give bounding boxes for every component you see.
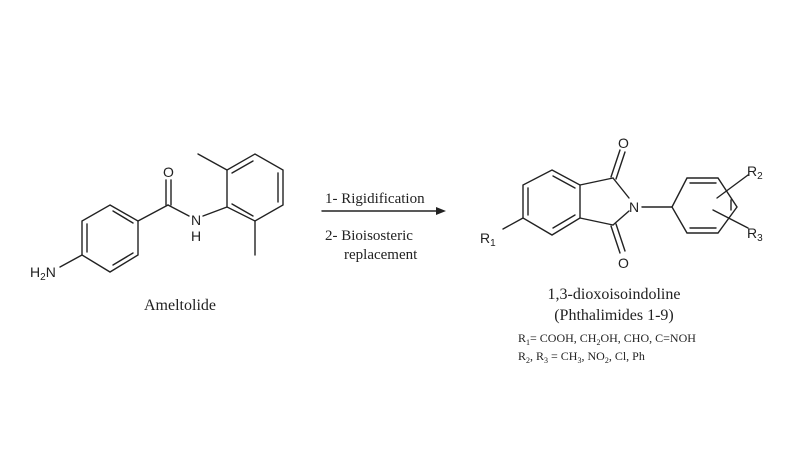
aminophenyl-ring bbox=[81, 204, 139, 273]
benzo-ring bbox=[522, 169, 581, 236]
amide-nitrogen: N bbox=[191, 212, 201, 228]
oxygen-top: O bbox=[618, 135, 629, 151]
step-2-label: 2- Bioisosteric bbox=[325, 228, 413, 244]
carbonyl-oxygen: O bbox=[163, 164, 174, 180]
n-phenyl-ring bbox=[671, 177, 738, 234]
product-name: 1,3-dioxoisoindoline bbox=[548, 286, 681, 303]
step-2-label-cont: replacement bbox=[344, 247, 418, 263]
r3-label: R3 bbox=[747, 225, 763, 244]
oxygen-bottom: O bbox=[618, 255, 629, 271]
step-1-label: 1- Rigidification bbox=[325, 191, 425, 207]
reactant-name: Ameltolide bbox=[144, 297, 216, 314]
phthalimide-structure: O O N R1 R2 R3 1,3-dioxoisoindoline (Pht… bbox=[480, 135, 763, 365]
reaction-arrow: 1- Rigidification 2- Bioisosteric replac… bbox=[321, 191, 446, 263]
r1-label: R1 bbox=[480, 230, 496, 249]
amide-hydrogen: H bbox=[191, 228, 201, 244]
dimethylphenyl-ring bbox=[226, 153, 284, 222]
amine-label: H2N bbox=[30, 264, 56, 283]
r1-definition: R1= COOH, CH2OH, CHO, C=NOH bbox=[518, 331, 696, 347]
r2-r3-definition: R2, R3 = CH3, NO2, Cl, Ph bbox=[518, 349, 645, 365]
r2-label: R2 bbox=[747, 163, 763, 182]
product-subtitle: (Phthalimides 1-9) bbox=[554, 307, 674, 324]
ameltolide-structure: H2N O N H Ameltolide bbox=[30, 153, 284, 314]
imide-nitrogen: N bbox=[629, 199, 639, 215]
